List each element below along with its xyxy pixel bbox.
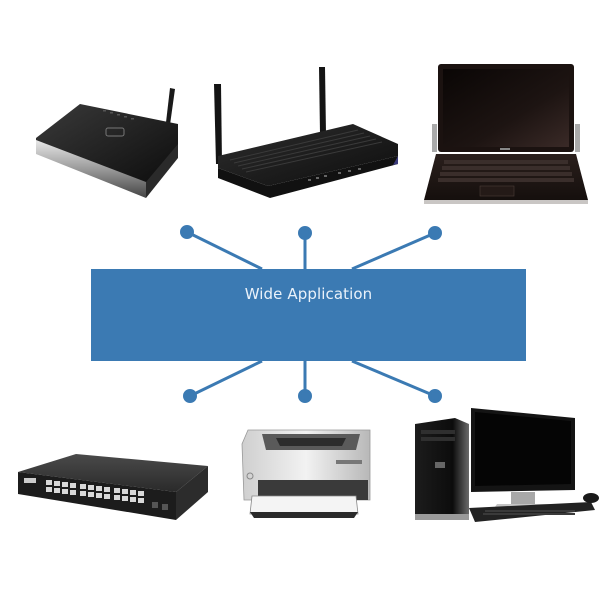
network-switch-image	[16, 452, 208, 522]
connector-dot-top-left	[180, 225, 194, 239]
connector-dot-bottom-left	[183, 389, 197, 403]
hub-label: Wide Application	[244, 285, 373, 303]
connector-top-left	[186, 230, 263, 271]
desktop-computer-image	[405, 404, 600, 529]
connector-dot-top-right	[428, 226, 442, 240]
laptop-image	[418, 62, 593, 207]
connector-dot-bottom-center	[298, 389, 312, 403]
router-single-antenna-image	[28, 82, 188, 207]
connector-dot-top-center	[298, 226, 312, 240]
connector-top-right	[351, 231, 436, 271]
hub-box: Wide Application	[91, 269, 526, 361]
router-dual-antenna-image	[208, 64, 403, 204]
connector-bottom-left	[189, 359, 263, 398]
connector-dot-bottom-right	[428, 389, 442, 403]
laser-printer-image	[236, 426, 376, 521]
connector-bottom-right	[351, 359, 436, 398]
